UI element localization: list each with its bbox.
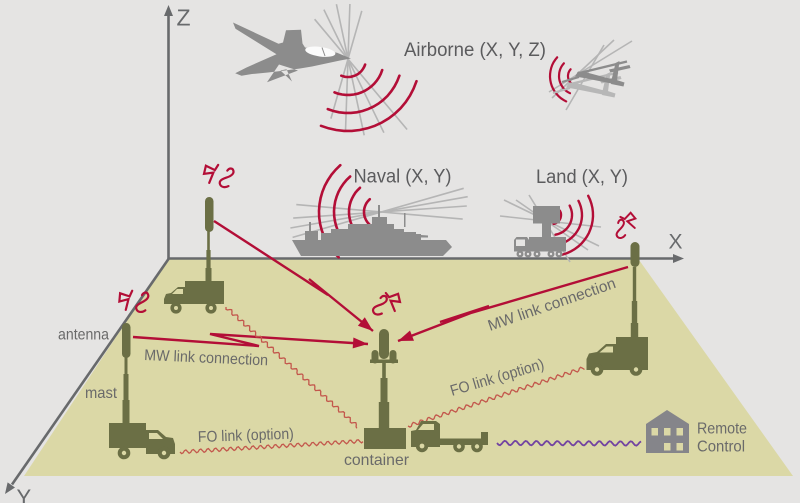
svg-text:Y: Y bbox=[17, 485, 32, 503]
svg-text:container: container bbox=[344, 452, 410, 469]
svg-text:Remote: Remote bbox=[697, 421, 747, 438]
svg-text:Z: Z bbox=[177, 5, 191, 31]
svg-text:antenna: antenna bbox=[58, 327, 109, 344]
svg-text:Naval (X, Y): Naval (X, Y) bbox=[354, 167, 452, 188]
svg-text:Control: Control bbox=[697, 439, 745, 456]
svg-text:Land (X, Y): Land (X, Y) bbox=[536, 167, 628, 188]
svg-text:MW link connection: MW link connection bbox=[144, 347, 269, 369]
svg-text:Airborne (X, Y, Z): Airborne (X, Y, Z) bbox=[404, 40, 546, 61]
svg-text:X: X bbox=[669, 231, 683, 254]
svg-text:FO link (option): FO link (option) bbox=[198, 426, 295, 446]
svg-text:mast: mast bbox=[85, 385, 118, 402]
